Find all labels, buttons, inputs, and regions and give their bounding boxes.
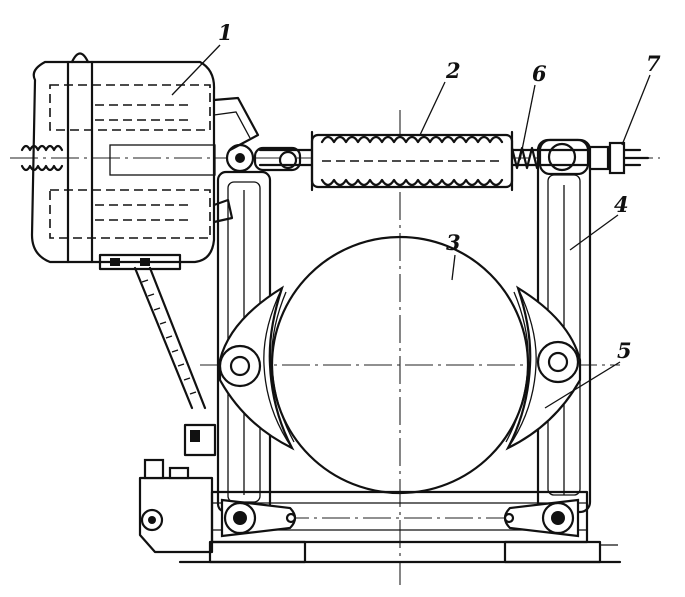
callout-3: 3	[446, 230, 461, 255]
left-brake-shoe	[218, 285, 295, 451]
cable	[133, 266, 217, 457]
main-spring	[310, 130, 514, 192]
callout-1: 1	[218, 20, 233, 45]
callout-4: 4	[614, 192, 629, 217]
terminal-block	[138, 458, 214, 554]
right-brake-shoe	[505, 285, 582, 451]
leader-lines	[171, 44, 651, 409]
callout-5: 5	[617, 338, 632, 363]
lower-pivots	[220, 498, 580, 538]
adjusting-nut	[588, 141, 650, 175]
callout-labels: 1 2 3 6 7 4 5	[218, 20, 661, 363]
callout-7: 7	[646, 51, 661, 76]
adjusting-spring	[510, 146, 539, 170]
electromagnet	[20, 52, 260, 271]
callout-6: 6	[532, 61, 547, 86]
callout-2: 2	[445, 58, 461, 83]
